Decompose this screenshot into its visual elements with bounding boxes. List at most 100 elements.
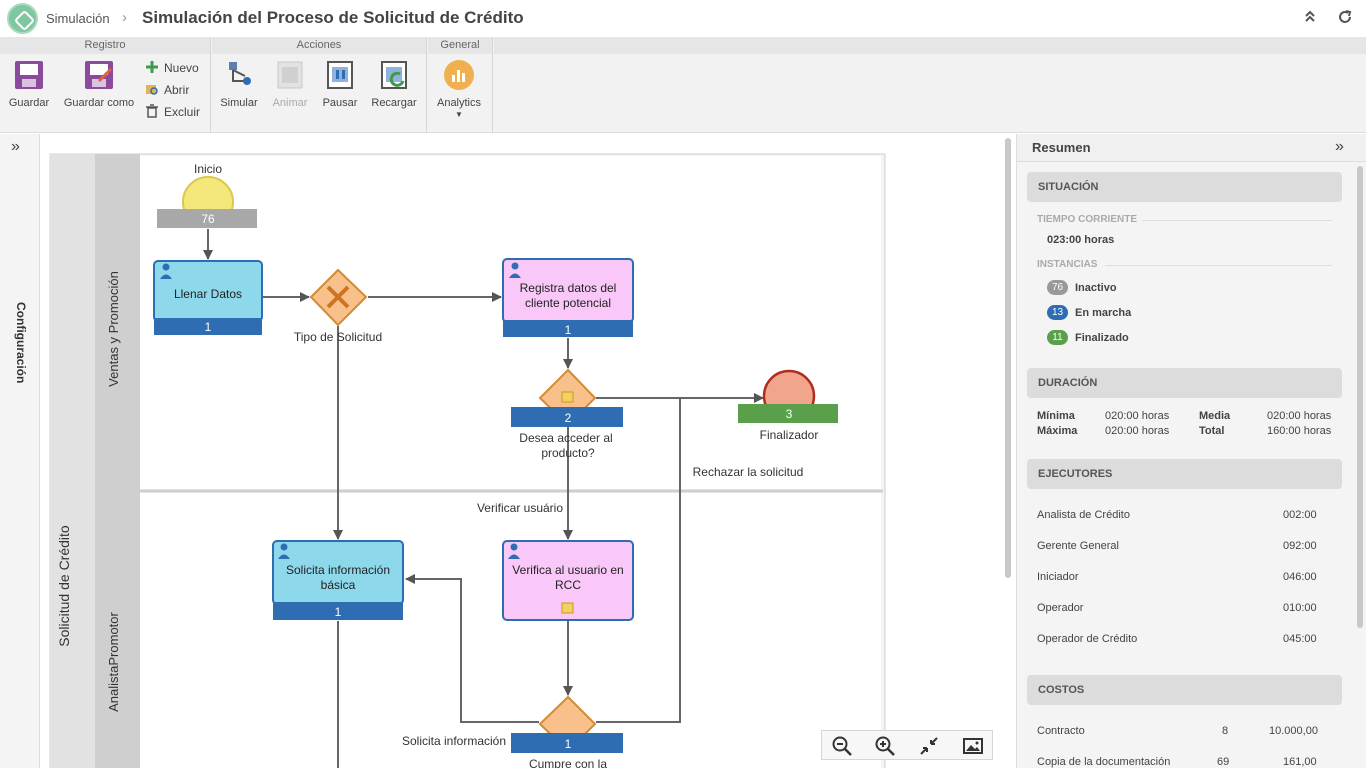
animate-label: Animar xyxy=(272,97,308,109)
task-label: cliente potencial xyxy=(525,296,611,310)
costo-qty: 69 xyxy=(1217,756,1230,768)
user-icon xyxy=(508,543,520,559)
ribbon-toolbar: Registro Guardar Guardar como Nuevo Abri… xyxy=(0,37,1366,133)
analytics-icon xyxy=(443,59,475,91)
task-label: RCC xyxy=(555,578,581,592)
ejecutor-name: Iniciador xyxy=(1037,571,1079,583)
section-duracion-header[interactable]: DURACIÓN xyxy=(1027,368,1342,398)
save-as-button[interactable]: Guardar como xyxy=(60,59,138,109)
diagram-canvas[interactable]: Solicitud de Crédito Ventas y Promoción … xyxy=(41,134,1016,768)
flow-arrow xyxy=(596,398,681,723)
flow-label: Rechazar la solicitud xyxy=(693,465,804,479)
task-count-bar xyxy=(154,318,262,335)
plus-icon xyxy=(145,60,159,74)
summary-panel: Resumen » SITUACIÓN TIEMPO CORRIENTE 023… xyxy=(1016,134,1366,768)
gateway-count: 1 xyxy=(565,737,572,751)
task-label: Solicita información xyxy=(286,563,390,577)
summary-scrollbar[interactable] xyxy=(1357,166,1363,628)
chevrons-up-icon[interactable] xyxy=(1300,9,1320,29)
group-title: Acciones xyxy=(212,37,426,54)
start-event-label: Inicio xyxy=(194,162,222,176)
simulate-icon xyxy=(223,59,255,91)
simulate-button[interactable]: Simular xyxy=(217,59,261,109)
pool-label: Solicitud de Crédito xyxy=(56,525,72,647)
animate-icon xyxy=(274,59,306,91)
task-count: 1 xyxy=(335,605,342,619)
summary-header: Resumen » xyxy=(1017,134,1366,162)
canvas-scrollbar[interactable] xyxy=(1005,138,1011,578)
simulate-label: Simular xyxy=(220,97,258,109)
configuration-panel[interactable]: » Configuración xyxy=(0,134,40,768)
analytics-label: Analytics xyxy=(436,97,482,109)
task-count: 1 xyxy=(205,320,212,334)
status-label: Inactivo xyxy=(1075,282,1117,294)
pause-icon xyxy=(324,59,356,91)
section-ejecutores-header[interactable]: EJECUTORES xyxy=(1027,459,1342,489)
gateway-count-bar xyxy=(511,733,623,753)
minima-value: 020:00 horas xyxy=(1105,410,1170,422)
lane-label: Ventas y Promoción xyxy=(106,271,121,387)
save-label: Guardar xyxy=(8,97,50,109)
save-icon xyxy=(13,59,45,91)
gateway-label: Desea acceder al xyxy=(519,431,612,445)
task-count-bar xyxy=(503,320,633,337)
user-icon xyxy=(509,262,521,278)
task-verifica-usuario[interactable] xyxy=(502,540,634,621)
zoom-in-icon[interactable] xyxy=(874,735,898,757)
gateway-label: Tipo de Solicitud xyxy=(294,330,382,344)
gateway-count: 2 xyxy=(565,411,572,425)
section-situacion-header[interactable]: SITUACIÓN xyxy=(1027,172,1342,202)
pause-button[interactable]: Pausar xyxy=(318,59,362,109)
process-diagram: Solicitud de Crédito Ventas y Promoción … xyxy=(49,153,886,768)
reload-icon xyxy=(378,59,410,91)
expand-chevrons-icon[interactable]: » xyxy=(11,138,20,155)
task-label: Verifica al usuario en xyxy=(512,563,623,577)
task-count: 1 xyxy=(565,323,572,337)
start-count-bar xyxy=(157,209,257,228)
ejecutor-name: Operador de Crédito xyxy=(1037,633,1138,645)
open-button[interactable]: Abrir xyxy=(145,82,189,97)
ejecutor-name: Gerente General xyxy=(1037,540,1119,552)
app-logo-icon[interactable] xyxy=(7,3,38,34)
zoom-toolbar xyxy=(821,730,993,760)
collapse-chevrons-icon[interactable]: » xyxy=(1335,138,1344,155)
zoom-out-icon[interactable] xyxy=(831,735,855,757)
reload-button[interactable]: Recargar xyxy=(370,59,418,109)
end-count-bar xyxy=(738,404,838,423)
flow-label: Solicita información xyxy=(402,734,506,748)
app-header: Simulación › Simulación del Proceso de S… xyxy=(0,0,1366,37)
ejecutor-name: Analista de Crédito xyxy=(1037,509,1130,521)
lane-analista xyxy=(140,493,881,768)
delete-label: Excluir xyxy=(164,105,201,119)
animate-button[interactable]: Animar xyxy=(268,59,312,109)
ribbon-group-acciones: Acciones Simular Animar Pausar xyxy=(212,37,427,133)
costo-value: 10.000,00 xyxy=(1269,725,1318,737)
dropdown-caret-icon[interactable]: ▼ xyxy=(455,110,463,119)
user-icon xyxy=(160,263,172,279)
configuration-label: Configuración xyxy=(14,302,28,384)
status-badge: 13 xyxy=(1047,305,1068,320)
group-title: Registro xyxy=(0,37,210,54)
start-count: 76 xyxy=(201,212,215,226)
new-button[interactable]: Nuevo xyxy=(145,60,199,75)
page-title: Simulación del Proceso de Solicitud de C… xyxy=(142,8,524,27)
minima-label: Mínima xyxy=(1037,410,1075,422)
section-costos-header[interactable]: COSTOS xyxy=(1027,675,1342,705)
ribbon-group-general: General Analytics ▼ xyxy=(428,37,493,133)
costo-name: Copia de la documentación xyxy=(1037,756,1171,768)
analytics-button[interactable]: Analytics ▼ xyxy=(435,59,483,119)
costo-name: Contracto xyxy=(1037,725,1085,737)
fit-icon[interactable] xyxy=(918,735,942,757)
breadcrumb[interactable]: Simulación xyxy=(46,11,110,26)
flow-arrow xyxy=(405,574,539,723)
pause-label: Pausar xyxy=(322,97,358,109)
task-label: básica xyxy=(321,578,356,592)
delete-button[interactable]: Excluir xyxy=(145,104,200,119)
status-label: Finalizado xyxy=(1075,332,1129,344)
gateway-label: producto? xyxy=(541,446,595,460)
ejecutor-value: 010:00 xyxy=(1283,602,1317,614)
refresh-icon[interactable] xyxy=(1335,9,1355,29)
lane-label: AnalistaPromotor xyxy=(106,611,121,711)
save-button[interactable]: Guardar xyxy=(6,59,52,109)
image-icon[interactable] xyxy=(962,735,986,757)
